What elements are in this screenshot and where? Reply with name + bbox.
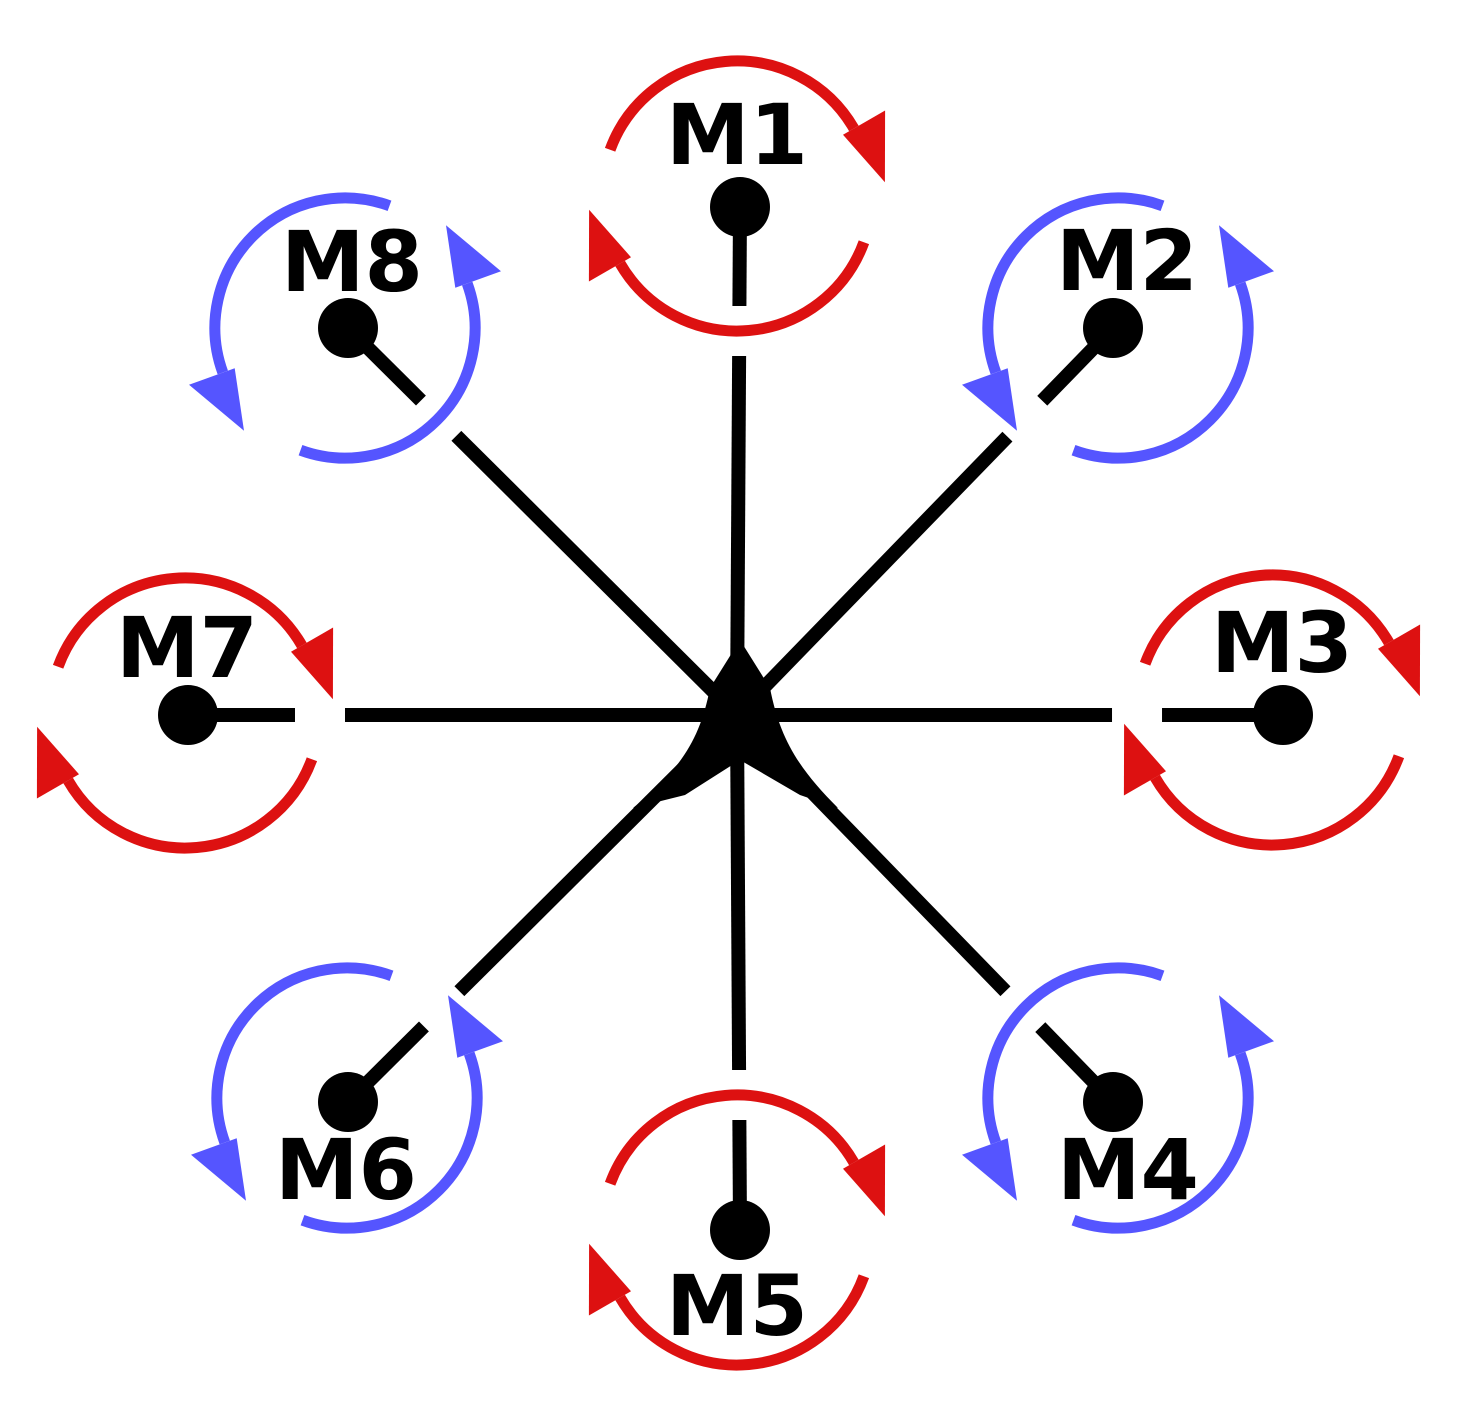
rotation-arrowhead-m8-2: [189, 368, 244, 431]
rotor-m5: [588, 1089, 886, 1371]
rotation-arrowhead-m8-1: [446, 225, 501, 288]
rotation-arrowhead-m6-2: [191, 1138, 246, 1201]
motor-label-m1: M1: [666, 86, 808, 184]
rotation-arrowhead-m7-2: [36, 726, 79, 799]
motor-hub-m8: [318, 298, 378, 358]
rotation-arc-m6-1: [300, 1051, 483, 1234]
rotation-arc-m4-2: [982, 962, 1165, 1145]
rotation-arrowhead-m5-1: [843, 1144, 886, 1217]
rotation-arc-m8-1: [298, 281, 481, 464]
arm-m5: [730, 714, 747, 1071]
rotation-arc-m2-2: [982, 192, 1165, 375]
rotor-m7: [36, 572, 334, 854]
rotation-arrowhead-m3-2: [1123, 723, 1166, 796]
rotation-arc-m7-2: [63, 757, 318, 854]
motor-hub-m4: [1083, 1072, 1143, 1132]
rotation-arc-m8-2: [209, 192, 392, 375]
rotor-m2: [962, 192, 1274, 464]
motor-label-m8: M8: [281, 213, 423, 311]
motor-hub-m7: [158, 685, 218, 745]
rotation-arc-m1-1: [604, 55, 859, 152]
motor-label-m2: M2: [1056, 212, 1198, 310]
rotor-m8: [189, 192, 501, 464]
motor-hub-m6: [318, 1072, 378, 1132]
rotor-m3: [1123, 569, 1421, 851]
rotation-arc-m7-1: [52, 572, 307, 669]
motor-label-m5: M5: [666, 1257, 808, 1355]
motors: M1 M2 M3 M4 M5 M6 M7 M8: [116, 86, 1353, 1355]
rotation-arrowhead-m1-1: [843, 110, 886, 183]
rotation-arrowhead-m4-1: [1219, 995, 1274, 1058]
rotation-arrowhead-m7-1: [291, 627, 334, 700]
motor-label-m7: M7: [116, 599, 258, 697]
rotation-arrowhead-m2-2: [962, 368, 1017, 431]
rotation-arc-m2-1: [1071, 281, 1254, 464]
motor-label-m3: M3: [1211, 594, 1353, 692]
motor-hub-m5: [710, 1200, 770, 1260]
arm-m8: [451, 430, 742, 720]
motor-label-m6: M6: [275, 1121, 417, 1219]
rotation-arrowhead-m2-1: [1219, 225, 1274, 288]
rotation-arrowhead-m6-1: [448, 995, 503, 1058]
center-hub-arrow: [633, 640, 838, 808]
rotor-m4: [962, 962, 1274, 1234]
rotation-arc-m5-2: [615, 1274, 870, 1371]
rotation-arc-m4-1: [1071, 1051, 1254, 1234]
motor-hub-m2: [1083, 298, 1143, 358]
rotation-arrowhead-m1-2: [588, 209, 631, 282]
rotor-arcs: [36, 55, 1421, 1371]
rotation-arc-m1-2: [615, 240, 870, 337]
motor-hub-m1: [710, 177, 770, 237]
rotation-arc-m5-1: [604, 1089, 859, 1186]
arm-m2: [731, 431, 1013, 720]
rotation-arrowhead-m3-1: [1378, 624, 1421, 697]
rotor-m6: [191, 962, 503, 1234]
rotation-arc-m3-2: [1150, 754, 1405, 851]
motor-label-m4: M4: [1057, 1121, 1199, 1219]
rotation-arrowhead-m4-2: [962, 1138, 1017, 1201]
motor-hub-m3: [1253, 685, 1313, 745]
rotation-arrowhead-m5-2: [588, 1243, 631, 1316]
rotation-arc-m6-2: [211, 962, 394, 1145]
rotation-arc-m3-1: [1139, 569, 1394, 666]
rotor-m1: [588, 55, 886, 337]
